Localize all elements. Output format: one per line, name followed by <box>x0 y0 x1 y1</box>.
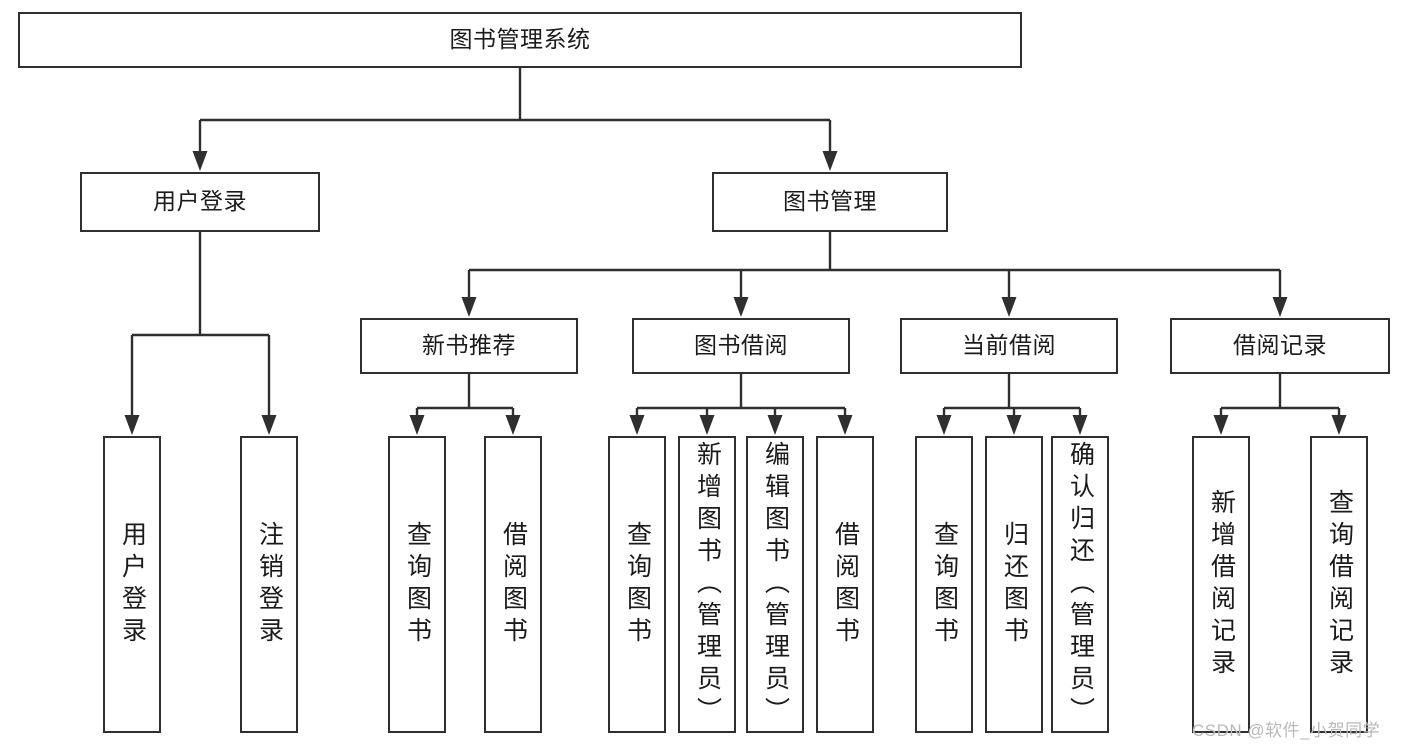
node-label: 查询图书 <box>623 520 652 649</box>
connector-group-l3-book-borrow <box>629 374 853 435</box>
node-label: 查询图书 <box>930 520 959 649</box>
node-root[interactable]: 图书管理系统 <box>18 12 1022 68</box>
arrowhead-icon <box>1331 415 1347 435</box>
node-leaf-borrow-book-rec[interactable]: 借阅图书 <box>484 436 542 733</box>
node-l3-book-borrow[interactable]: 图书借阅 <box>632 318 850 374</box>
arrowhead-icon <box>767 415 783 435</box>
node-leaf-user-logout[interactable]: 注销登录 <box>240 436 298 733</box>
node-leaf-borrow-book-b[interactable]: 借阅图书 <box>816 436 874 733</box>
arrowhead-icon <box>124 415 140 435</box>
node-l2-user-login[interactable]: 用户登录 <box>80 172 320 232</box>
node-label: 编辑图书（管理员） <box>761 440 790 729</box>
node-l3-borrow-record[interactable]: 借阅记录 <box>1170 318 1390 374</box>
arrowhead-icon <box>192 151 208 171</box>
node-label: 新书推荐 <box>422 332 516 359</box>
arrowhead-icon <box>261 415 277 435</box>
arrowhead-icon <box>409 415 425 435</box>
node-leaf-return-book[interactable]: 归还图书 <box>985 436 1043 733</box>
node-leaf-edit-book[interactable]: 编辑图书（管理员） <box>746 436 804 733</box>
node-leaf-user-login[interactable]: 用户登录 <box>103 436 161 733</box>
node-leaf-query-record[interactable]: 查询借阅记录 <box>1310 436 1368 733</box>
node-label: 注销登录 <box>255 520 284 649</box>
connector-group-root <box>192 68 838 171</box>
node-l3-current-borrow[interactable]: 当前借阅 <box>900 318 1118 374</box>
node-label: 图书管理 <box>783 188 877 215</box>
connector-group-l3-current-borrow <box>936 374 1088 435</box>
arrowhead-icon <box>699 415 715 435</box>
node-leaf-query-book-b[interactable]: 查询图书 <box>608 436 666 733</box>
connector-group-l2-user-login <box>124 232 277 435</box>
node-label: 查询借阅记录 <box>1325 488 1354 681</box>
arrowhead-icon <box>1213 415 1229 435</box>
node-label: 当前借阅 <box>962 332 1056 359</box>
connector-group-l2-book-manage <box>461 232 1288 317</box>
arrowhead-icon <box>505 415 521 435</box>
arrowhead-icon <box>733 297 749 317</box>
node-label: 查询图书 <box>403 520 432 649</box>
node-l3-new-book-rec[interactable]: 新书推荐 <box>360 318 578 374</box>
arrowhead-icon <box>837 415 853 435</box>
node-label: 借阅图书 <box>831 520 860 649</box>
node-leaf-add-record[interactable]: 新增借阅记录 <box>1192 436 1250 733</box>
node-leaf-query-book-rec[interactable]: 查询图书 <box>388 436 446 733</box>
arrowhead-icon <box>936 415 952 435</box>
arrowhead-icon <box>1001 297 1017 317</box>
node-label: 确认归还（管理员） <box>1066 440 1095 729</box>
arrowhead-icon <box>822 151 838 171</box>
connector-group-l3-borrow-record <box>1213 374 1347 435</box>
connector-group-l3-new-book-rec <box>409 374 521 435</box>
node-label: 图书借阅 <box>694 332 788 359</box>
node-leaf-query-book-c[interactable]: 查询图书 <box>915 436 973 733</box>
arrowhead-icon <box>1006 415 1022 435</box>
watermark-label: CSDN @软件_小贺同学 <box>1192 721 1381 740</box>
arrowhead-icon <box>1272 297 1288 317</box>
arrowhead-icon <box>629 415 645 435</box>
node-label: 图书管理系统 <box>449 26 591 53</box>
node-leaf-confirm-return[interactable]: 确认归还（管理员） <box>1051 436 1109 733</box>
node-label: 新增借阅记录 <box>1207 488 1236 681</box>
node-label: 用户登录 <box>153 188 247 215</box>
node-label: 借阅记录 <box>1233 332 1327 359</box>
node-label: 新增图书（管理员） <box>693 440 722 729</box>
node-label: 借阅图书 <box>499 520 528 649</box>
arrowhead-icon <box>461 297 477 317</box>
node-label: 归还图书 <box>1000 520 1029 649</box>
node-l2-book-manage[interactable]: 图书管理 <box>712 172 948 232</box>
node-leaf-add-book[interactable]: 新增图书（管理员） <box>678 436 736 733</box>
arrowhead-icon <box>1072 415 1088 435</box>
node-label: 用户登录 <box>118 520 147 649</box>
